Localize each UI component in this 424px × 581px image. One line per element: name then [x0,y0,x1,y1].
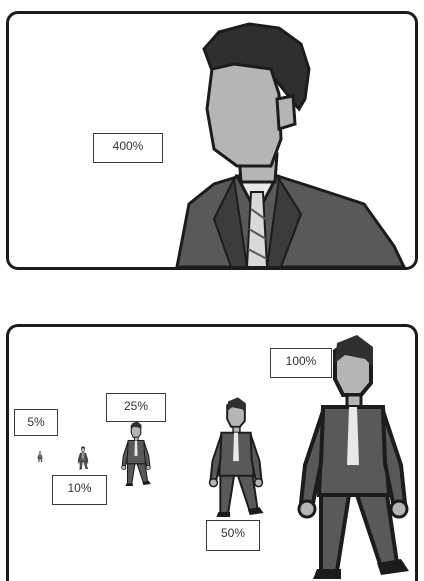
person-10-percent [78,446,88,469]
scale-label-25: 25% [106,393,166,422]
scale-label-50: 50% [206,520,260,551]
person-5-percent [38,451,43,462]
person-50-percent [210,397,264,517]
zoomed-panel: 400% [6,11,418,270]
person-25-percent [122,421,151,486]
face [207,64,281,166]
scale-comparison-panel: 5% 10% 25% 50% 100% [6,324,418,581]
scale-label-10: 10% [52,475,107,505]
zoomed-person-figure [9,14,415,267]
scale-label-400: 400% [93,133,163,163]
ear [277,96,295,129]
scale-label-100: 100% [270,348,332,378]
scale-label-5: 5% [14,409,58,436]
